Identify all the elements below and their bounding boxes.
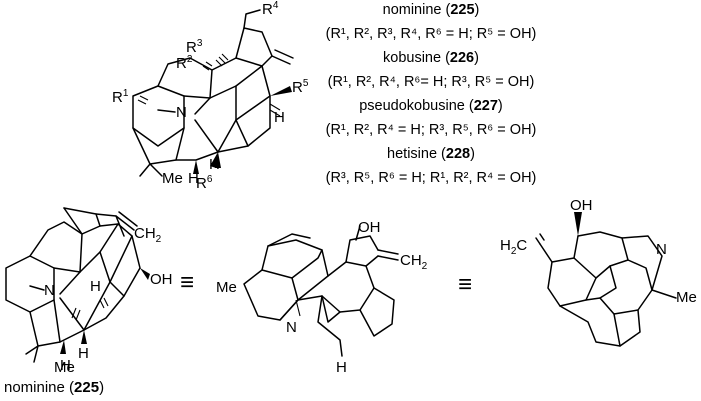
hydrogen-label: H: [90, 278, 101, 295]
compound-subst-nominine: (R¹, R², R³, R⁴, R⁶ = H; R⁵ = OH): [326, 26, 537, 42]
nominine-3d-labels: Me N OH CH2 H: [216, 219, 428, 376]
nominine-alt-labels: OH H2C N Me: [500, 197, 697, 306]
equivalence-symbol: ≡: [458, 271, 472, 298]
hydrogen-label: H: [188, 170, 199, 187]
compound-title-hetisine: hetisine (228): [387, 146, 475, 162]
r6-label: R6: [196, 174, 213, 192]
nominine-structure-alt: [535, 212, 677, 347]
compound-subst-kobusine: (R¹, R², R⁴, R⁶= H; R³, R⁵ = OH): [328, 74, 535, 90]
nominine-structure-flat: [5, 207, 150, 363]
nitrogen-label: N: [44, 282, 55, 299]
methyl-label: Me: [162, 170, 183, 187]
nitrogen-label: N: [286, 319, 297, 336]
r4-label: R4: [262, 0, 279, 18]
r1-label: R1: [112, 88, 129, 106]
methylene-label: CH2: [400, 252, 428, 272]
nominine-structure-3d: [243, 225, 399, 357]
methyl-label: Me: [676, 289, 697, 306]
methyl-label: Me: [54, 359, 75, 376]
equivalence-symbol: ≡: [180, 269, 194, 296]
compound-title-pseudokobusine: pseudokobusine (227): [359, 98, 503, 114]
compound-subst-pseudokobusine: (R¹, R², R⁴ = H; R³, R⁵, R⁶ = OH): [326, 122, 537, 138]
methyl-label: Me: [216, 279, 237, 296]
nitrogen-label: N: [656, 241, 667, 258]
compound-title-nominine: nominine (225): [383, 2, 480, 18]
hydrogen-label: H: [274, 109, 285, 126]
hydroxyl-label: OH: [570, 197, 593, 214]
compound-subst-hetisine: (R³, R⁵, R⁶ = H; R¹, R², R⁴ = OH): [326, 170, 537, 186]
top-atom-labels: N H H H Me R1 R2 R3 R4 R5 R6: [112, 0, 309, 192]
hydrogen-label: H: [60, 357, 71, 374]
methylene-label: H2C: [500, 237, 527, 257]
nominine-flat-labels: N H Me H H OH CH2: [44, 225, 173, 376]
r5-label: R5: [292, 78, 309, 96]
compound-list: nominine (225) (R¹, R², R³, R⁴, R⁶ = H; …: [326, 2, 537, 186]
methylene-label: CH2: [134, 225, 162, 245]
r3-label: R3: [186, 38, 203, 56]
nitrogen-label: N: [176, 104, 187, 121]
r2-label: R2: [176, 54, 193, 72]
hydrogen-label: H: [78, 345, 89, 362]
hydrogen-label: H: [336, 359, 347, 376]
hydroxyl-label: OH: [358, 219, 381, 236]
hetisine-core-structure: [132, 9, 294, 177]
bottom-caption-nominine: nominine (225): [4, 379, 104, 396]
hydroxyl-label: OH: [150, 271, 173, 288]
hydrogen-label: H: [209, 156, 220, 173]
compound-title-kobusine: kobusine (226): [383, 50, 479, 66]
